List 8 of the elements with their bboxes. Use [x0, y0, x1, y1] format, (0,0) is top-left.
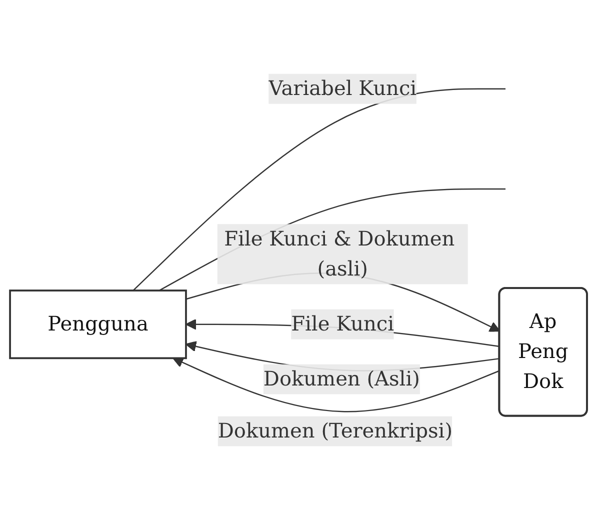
- edge-label: Variabel Kunci: [268, 76, 417, 100]
- edge-label: File Kunci & Dokumen (asli): [224, 226, 455, 281]
- arrow: [172, 358, 500, 412]
- edge-label: File Kunci: [291, 312, 394, 336]
- connector: [132, 88, 506, 292]
- edge-label: Dokumen (Asli): [263, 367, 420, 391]
- edge-label: Dokumen (Terenkripsi): [218, 419, 453, 443]
- node-box: Pengguna: [9, 290, 187, 360]
